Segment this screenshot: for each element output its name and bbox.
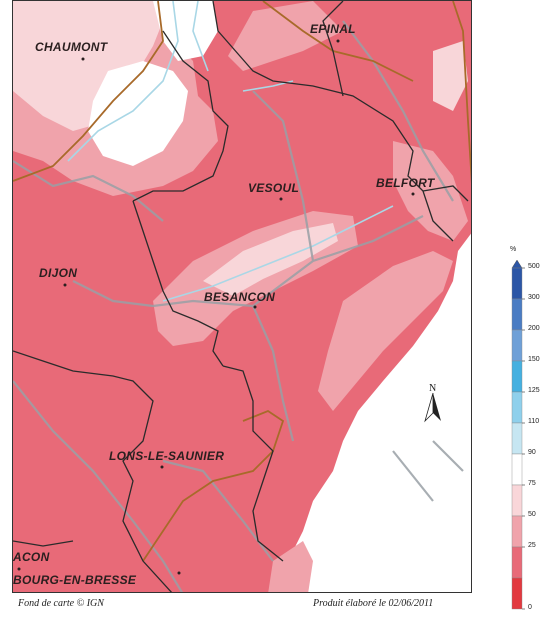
city-dot-lons-le-saunier: [160, 465, 164, 469]
legend-arrow: [511, 259, 523, 269]
city-label-besancon: BESANCON: [204, 290, 275, 304]
city-label-belfort: BELFORT: [376, 176, 436, 190]
legend-tick-label: 500: [528, 263, 540, 270]
footer-source: Fond de carte © IGN: [18, 598, 104, 609]
very-light-zone-chaumont: [13, 1, 163, 131]
city-label-lons-le-saunier: LONS-LE-SAUNIER: [109, 449, 224, 463]
city-lons-le-saunier: LONS-LE-SAUNIER: [109, 449, 224, 469]
legend-swatch: [511, 422, 523, 455]
city-label-epinal: EPINAL: [310, 22, 356, 36]
map-frame: CHAUMONT EPINAL VESOUL BELFORT DIJON BES…: [12, 0, 472, 593]
precipitation-map: CHAUMONT EPINAL VESOUL BELFORT DIJON BES…: [13, 1, 471, 592]
city-dijon: DIJON: [39, 266, 77, 287]
light-zone-north-east: [228, 1, 343, 71]
legend-swatch: [511, 515, 523, 548]
legend-swatch: [511, 298, 523, 331]
legend-tick-label: 25: [528, 542, 536, 549]
legend-colorbar: [511, 259, 525, 610]
city-label-bourg-en-bresse: BOURG-EN-BRESSE: [13, 573, 137, 587]
legend-tick-label: 110: [528, 418, 540, 425]
north-letter: N: [429, 383, 437, 394]
light-zone-epinal: [433, 41, 468, 111]
legend-swatch: [511, 453, 523, 486]
north-arrow: N: [423, 383, 443, 423]
city-label-dijon: DIJON: [39, 266, 77, 280]
city-label-chaumont: CHAUMONT: [35, 40, 109, 54]
white-zone-chaumont: [88, 61, 188, 166]
legend-tick-label: 300: [528, 294, 540, 301]
light-zone-geneva: [268, 541, 313, 592]
city-vesoul: VESOUL: [248, 181, 299, 201]
city-dot-vesoul: [279, 197, 283, 201]
north-arrow-icon: [424, 393, 441, 423]
light-zone-south-east: [318, 251, 453, 411]
legend-unit: %: [510, 246, 517, 253]
footer-date: Produit élaboré le 02/06/2011: [313, 598, 434, 609]
rivers: [67, 1, 394, 302]
legend-tick-label: 50: [528, 511, 536, 518]
city-besancon: BESANCON: [204, 290, 275, 309]
legend: % 500 300 200 150 125 110 90 75 50 25 0: [490, 246, 544, 616]
city-dot-besancon: [253, 305, 257, 309]
city-belfort: BELFORT: [376, 176, 436, 196]
city-bourg-en-bresse: BOURG-EN-BRESSE: [13, 571, 181, 587]
legend-swatch: [511, 484, 523, 517]
legend-tick-label: 125: [528, 387, 540, 394]
roads: [13, 20, 464, 592]
very-light-zone-doubs: [203, 223, 338, 296]
legend-swatch: [511, 546, 523, 579]
city-label-vesoul: VESOUL: [248, 181, 299, 195]
legend-swatch: [511, 329, 523, 362]
legend-swatch: [511, 391, 523, 424]
legend-swatch: [511, 360, 523, 393]
city-epinal: EPINAL: [310, 22, 356, 43]
white-zone-top: [153, 1, 218, 61]
legend-swatch: [511, 267, 523, 300]
legend-tick-label: 0: [528, 604, 532, 611]
light-zone-east-edge: [393, 141, 468, 241]
city-chaumont: CHAUMONT: [35, 40, 109, 61]
city-macon: ACON: [13, 550, 50, 571]
white-zone-switzerland: [288, 233, 471, 592]
legend-tick-label: 90: [528, 449, 536, 456]
city-dot-dijon: [63, 283, 67, 287]
city-dot-epinal: [336, 39, 340, 43]
city-dot-belfort: [411, 192, 415, 196]
legend-tick-label: 200: [528, 325, 540, 332]
city-dot-macon: [17, 567, 21, 571]
legend-tick-label: 75: [528, 480, 536, 487]
city-dot-chaumont: [81, 57, 85, 61]
city-label-macon: ACON: [13, 550, 50, 564]
department-borders: [13, 1, 469, 592]
legend-swatch: [511, 577, 523, 610]
city-dot-bourg-en-bresse: [177, 571, 181, 575]
legend-tick-label: 150: [528, 356, 540, 363]
